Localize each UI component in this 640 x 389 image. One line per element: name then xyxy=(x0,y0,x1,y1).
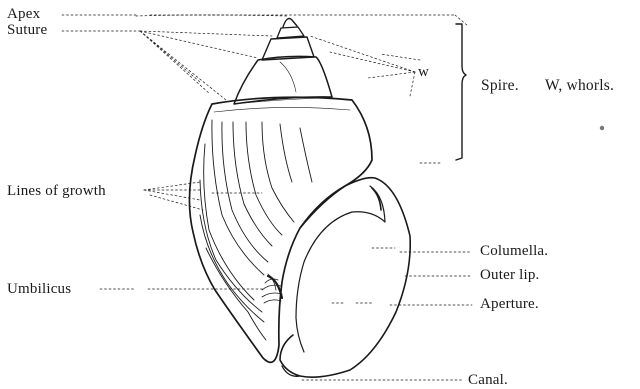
label-suture: Suture xyxy=(7,23,47,38)
apex-tip xyxy=(283,19,297,27)
label-spire: Spire. xyxy=(481,78,519,93)
label-umbilicus: Umbilicus xyxy=(7,282,71,297)
body-whorl xyxy=(189,97,372,362)
label-apex: Apex xyxy=(7,7,40,22)
label-whorl-mark: w xyxy=(418,65,429,80)
columella-edge xyxy=(296,186,385,352)
label-outer-lip: Outer lip. xyxy=(480,268,540,283)
growth-lines xyxy=(200,120,312,340)
spire-bracket xyxy=(456,24,466,160)
label-lines-of-growth: Lines of growth xyxy=(7,184,106,199)
label-columella: Columella. xyxy=(480,244,548,259)
leader-lines xyxy=(62,15,472,380)
speck xyxy=(600,126,604,130)
label-aperture: Aperture. xyxy=(480,297,539,312)
label-canal: Canal. xyxy=(468,373,508,388)
label-whorls: W, whorls. xyxy=(545,78,614,93)
whorl-1 xyxy=(277,27,304,38)
